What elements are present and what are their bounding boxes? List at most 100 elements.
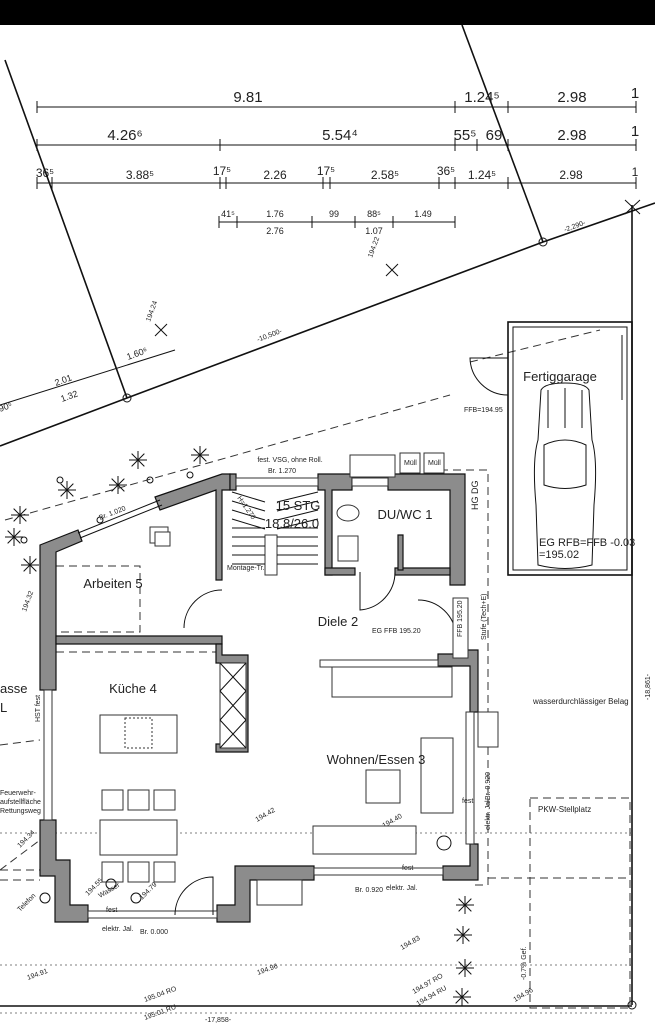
corner-cross <box>624 199 641 215</box>
room-label-hall: Diele 2 <box>318 614 358 629</box>
level-mark: 194.32 <box>21 590 35 613</box>
sofa <box>312 825 417 855</box>
hall-bench <box>319 659 439 668</box>
dim-label: 41⁵ <box>221 209 235 219</box>
waste-bin <box>399 452 421 474</box>
dim-label: 55⁵ <box>454 127 477 144</box>
room-label-bath: DU/WC 1 <box>378 507 433 522</box>
boundary-length: -17,858- <box>205 1017 232 1024</box>
stair-tread <box>276 518 319 530</box>
door-kitchen-terrace[interactable] <box>174 876 214 916</box>
level-mark: 194.34 <box>16 829 36 849</box>
annotation: Montage-Tr. <box>227 565 265 572</box>
dim-label: 1.76 <box>266 209 284 219</box>
dim-label: 99 <box>329 209 339 219</box>
desk-chair <box>154 531 171 547</box>
dim-label: 5.54⁴ <box>322 127 358 144</box>
dim-label: 1 <box>631 85 639 102</box>
annotation: Müll <box>428 460 441 467</box>
telefon-connection <box>39 892 51 904</box>
chair <box>153 861 176 883</box>
annotation: HST fest <box>35 695 42 722</box>
door-bath[interactable] <box>359 571 396 611</box>
dim-label: 3.88⁵ <box>126 168 154 182</box>
stair-tread <box>276 500 319 512</box>
cabinet-markers <box>219 662 247 749</box>
toilet <box>336 504 360 522</box>
door-entry[interactable] <box>417 599 457 637</box>
level-cross <box>385 263 399 277</box>
annotation: fest <box>462 798 473 805</box>
wall-segment <box>397 534 404 571</box>
coffee-table <box>365 769 401 804</box>
garage-outline <box>507 321 633 576</box>
tree-symbol <box>58 481 76 499</box>
offset-dim-line <box>0 349 176 406</box>
dim-label: 2.98 <box>557 127 586 144</box>
door-garage[interactable] <box>469 357 509 396</box>
dimension-lines <box>36 101 637 228</box>
dim-label: 1.07 <box>365 226 383 236</box>
dim-label: 1 <box>631 123 639 140</box>
dash-line <box>0 839 41 871</box>
dim-label: 1.24⁵ <box>464 89 499 106</box>
annotation: -0.7% Gef. <box>521 946 528 980</box>
car-symbol <box>533 382 597 569</box>
level-cross <box>154 323 168 337</box>
dim-label: 1.24⁵ <box>468 168 496 182</box>
room-labels: Arbeiten 5 15 STG 18.8/26.0 DU/WC 1 Diel… <box>83 369 596 767</box>
level-mark: 194.42 <box>255 807 277 824</box>
top-status-bar <box>0 0 655 25</box>
dim-label: 17⁵ <box>317 164 335 178</box>
dim-label: 69 <box>486 127 503 144</box>
annotation: H=1.270 <box>235 495 256 521</box>
car-detail <box>543 388 587 489</box>
light-well-grate <box>256 879 303 906</box>
dash-line <box>0 739 41 746</box>
chair <box>127 789 150 811</box>
annotation: asse <box>0 681 27 696</box>
annotation: Br. 0.000 <box>140 929 168 936</box>
tree-symbol <box>129 451 147 469</box>
tree-symbol <box>5 528 23 546</box>
door-arbeiten[interactable] <box>183 589 223 629</box>
stair-tread <box>276 509 319 521</box>
tree-symbol <box>109 476 127 494</box>
annotation: =195.02 <box>539 549 579 561</box>
boundary-line-west <box>4 59 128 399</box>
boundary-point <box>122 393 132 403</box>
window-north-stairs <box>235 477 319 487</box>
tree-symbol <box>11 506 29 524</box>
stair-tread <box>231 500 266 512</box>
window-nw <box>79 504 163 539</box>
annotation: Br. 0.920 <box>355 887 383 894</box>
window-north-bath <box>351 477 389 487</box>
shrub-symbol <box>96 516 104 524</box>
wall-segment <box>39 819 89 923</box>
dim-label: 1.49 <box>414 209 432 219</box>
wall-segment <box>39 529 83 691</box>
room-label-arbeiten: Arbeiten 5 <box>83 576 142 591</box>
annotation: fest <box>402 865 413 872</box>
annotation: Stufe (Tech+E) <box>481 594 488 641</box>
shrub-symbol <box>146 476 154 484</box>
annotation: Br. 1.270 <box>268 468 296 475</box>
boundary-point <box>538 237 548 247</box>
annotation: fest. VSG, ohne Roll. <box>257 457 322 464</box>
tree-symbol <box>21 556 39 574</box>
kitchen-island <box>99 714 178 754</box>
annotation: fest <box>106 907 117 914</box>
boundary-length: -2,290- <box>563 219 587 233</box>
annotation: aufstellfläche <box>0 799 41 806</box>
annotation: elektr. Jal. <box>386 885 418 892</box>
dash-line <box>469 329 601 363</box>
room-label-garage: Fertiggarage <box>523 369 597 384</box>
tree-symbol <box>191 446 209 464</box>
stairs-ratio: 18.8/26.0 <box>265 516 319 531</box>
annotation: HG DG <box>470 480 480 510</box>
sideboard <box>331 666 453 698</box>
annotation: FFB=194.95 <box>464 407 503 414</box>
waste-bin <box>423 452 445 474</box>
level-mark: 194.91 <box>26 968 49 982</box>
